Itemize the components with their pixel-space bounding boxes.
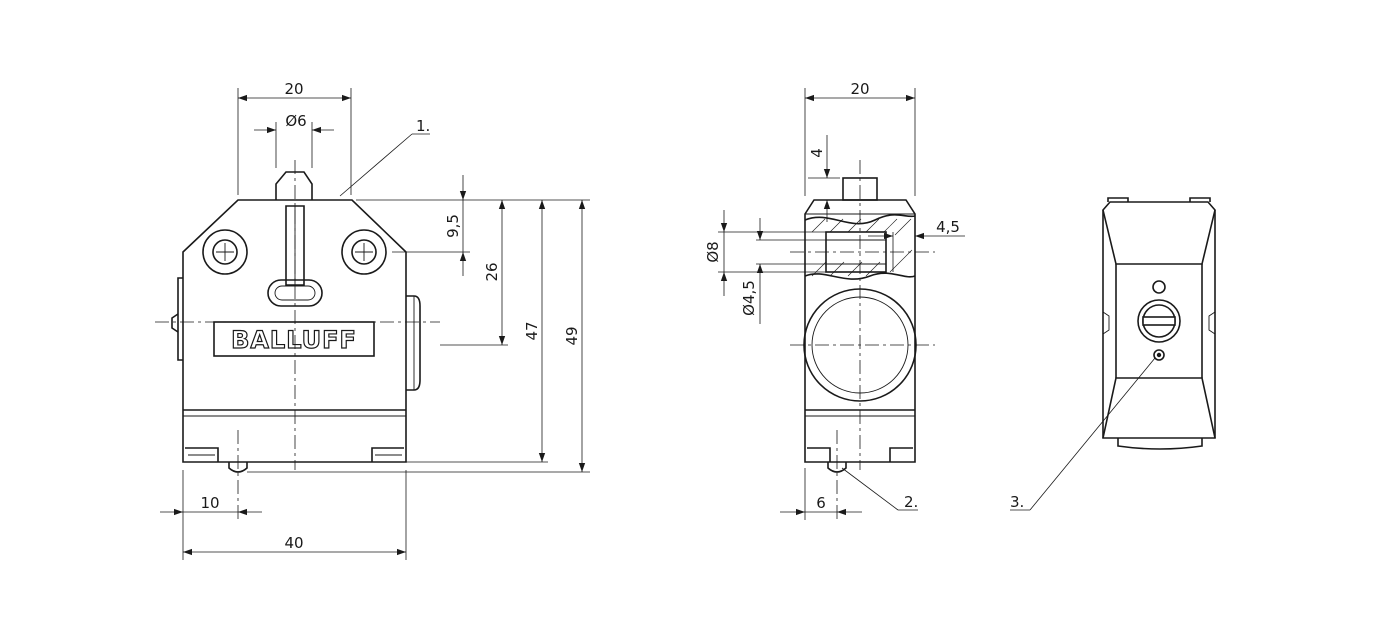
front-dim-total-width: 40 [284, 534, 303, 552]
rear-small-hole [1152, 280, 1166, 294]
rear-view: 3. [1010, 197, 1216, 511]
front-foot-left [185, 447, 219, 462]
front-plunger [275, 171, 313, 200]
front-dim-plunger-dia: Ø6 [285, 112, 306, 130]
callout-2: 2. [904, 493, 918, 511]
front-dim-height-plunger: 9,5 [444, 214, 462, 238]
front-left-tab [177, 277, 183, 361]
svg-text:BALLUFF: BALLUFF [231, 326, 357, 354]
side-bottom-pin [827, 462, 847, 473]
front-mounting-hole-right [341, 229, 387, 275]
side-dim-offset: 6 [816, 494, 826, 512]
side-dim-plunger-height: 4 [808, 148, 826, 158]
front-bottom-pin [228, 462, 248, 473]
rear-chamfer-top [1102, 209, 1216, 265]
front-dim-offset: 10 [200, 494, 219, 512]
side-section-hatch [811, 218, 913, 277]
side-view: 20 4 4,5 Ø8 Ø4,5 2. 6 [704, 80, 965, 520]
front-view: BALLUFF 20 Ø6 1. 9,5 26 [155, 80, 590, 560]
balluff-logo: BALLUFF [213, 321, 375, 357]
callout-1: 1. [416, 117, 430, 135]
front-right-actuator [406, 295, 421, 391]
side-dim-top-width: 20 [850, 80, 869, 98]
front-slot [285, 205, 305, 286]
side-dim-hole-dia: Ø4,5 [740, 280, 758, 316]
front-foot-right [371, 447, 404, 462]
rear-adjust-screw [1137, 299, 1181, 343]
front-dim-top-width: 20 [284, 80, 303, 98]
front-dim-height-body: 47 [523, 321, 541, 340]
rear-led-dot [1153, 349, 1165, 361]
front-dim-height-total: 49 [563, 326, 581, 345]
callout-3: 3. [1010, 493, 1024, 511]
side-dim-bore-dia: Ø8 [704, 241, 722, 262]
rear-chamfer-bottom [1102, 377, 1216, 439]
front-mounting-hole-left [202, 229, 248, 275]
side-dim-hole-small: 4,5 [936, 218, 960, 236]
front-dim-height-axis: 26 [483, 262, 501, 281]
